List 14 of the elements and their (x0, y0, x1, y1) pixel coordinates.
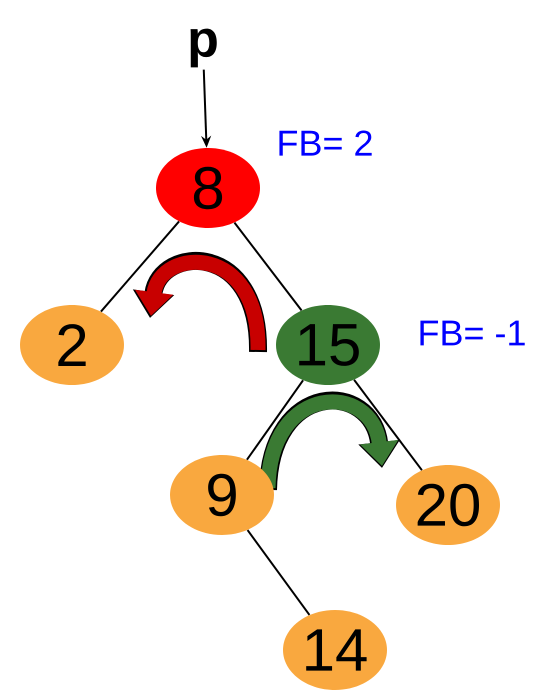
tree-node: 8 (156, 148, 260, 228)
tree-edge (246, 529, 310, 616)
tree-node: 15 (276, 305, 380, 385)
pointer-label: p (190, 28, 217, 68)
tree-edge (246, 380, 304, 460)
tree-node: 9 (170, 455, 274, 535)
tree-edge (100, 220, 180, 312)
balance-factor: FB= -1 (420, 320, 525, 346)
tree-node: 2 (20, 305, 124, 385)
tree-edge (234, 222, 302, 311)
tree-node: 20 (396, 465, 500, 545)
tree-node: 14 (283, 610, 387, 690)
balance-factor: FB= 2 (279, 130, 372, 156)
tree-edge (353, 379, 423, 471)
